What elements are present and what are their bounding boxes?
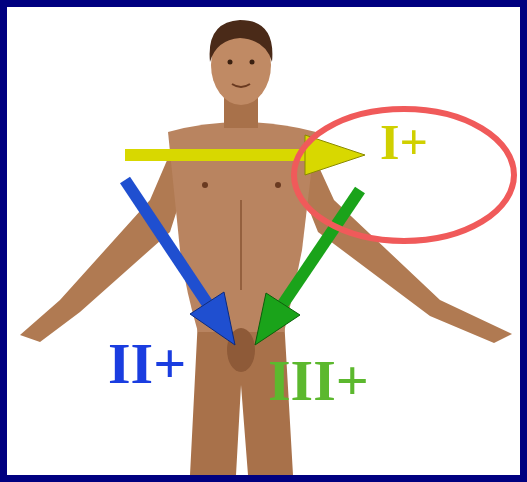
lead-label: II+ <box>108 335 186 393</box>
lead-label: I+ <box>380 117 428 167</box>
arrow-head <box>255 293 300 345</box>
arrow-head <box>190 292 235 345</box>
nipple <box>202 182 208 188</box>
nipple <box>275 182 281 188</box>
lead-iii-arrow <box>283 190 360 304</box>
human-figure <box>20 20 512 475</box>
eye <box>228 60 233 65</box>
eye <box>250 60 255 65</box>
panel <box>7 7 520 475</box>
body-shading <box>240 200 242 290</box>
lead-i-arrow <box>125 149 310 161</box>
lead-arrows <box>125 135 365 345</box>
mouth <box>232 84 250 87</box>
hair <box>210 20 273 62</box>
red-ellipse <box>294 109 514 241</box>
lead-label: III+ <box>268 352 369 410</box>
lead-ii-arrow <box>125 180 207 303</box>
highlight-ellipse: I+ <box>290 105 518 245</box>
